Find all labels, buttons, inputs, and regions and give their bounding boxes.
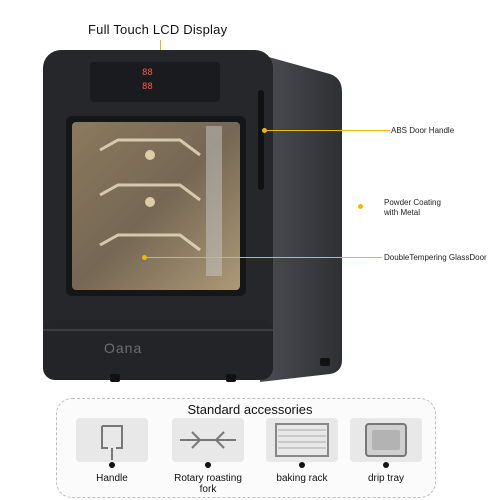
lcd-display-label: Full Touch LCD Display [88,22,228,37]
door-handle-pointer-dot [262,128,267,133]
glass-door-pointer-dot [142,255,147,260]
glass-door-pointer-line [147,257,382,258]
lcd-digits-bottom: 88 [142,82,153,92]
accessory-roasting-fork-label-line2: fork [199,484,217,495]
accessory-roasting-fork-image [172,418,244,462]
door-handle-label: ABS Door Handle [391,126,455,135]
accessory-roasting-fork-label-line1: Rotary roasting [174,473,242,484]
accessory-handle-image [76,418,148,462]
accessory-roasting-fork-dot [205,462,211,468]
roasting-fork-icon [180,431,236,449]
coating-label-line2: with Metal [384,208,421,217]
accessory-drip-tray-label: drip tray [367,473,405,484]
accessory-baking-rack-image [266,418,338,462]
accessories-title: Standard accessories [187,402,313,417]
accessory-drip-tray-image [350,418,422,462]
coating-label-line1: Powder Coating [384,198,441,207]
accessory-baking-rack-label: baking rack [276,473,328,484]
brand-logo-text: Oana [104,340,143,356]
accessory-handle-label: Handle [96,473,128,484]
handle-icon [101,425,123,460]
accessory-handle-dot [109,462,115,468]
side-panel [260,56,342,382]
door-handle-pointer-line [266,130,390,131]
lcd-digits-top: 88 [142,68,153,78]
accessory-drip-tray-dot [383,462,389,468]
baking-rack-icon [275,423,329,457]
glass-door-label: DoubleTempering GlassDoor [384,253,487,262]
drip-tray-icon [365,423,407,457]
coating-pointer-dot [358,204,363,209]
accessory-baking-rack-dot [299,462,305,468]
air-fryer-oven-illustration [43,50,342,382]
